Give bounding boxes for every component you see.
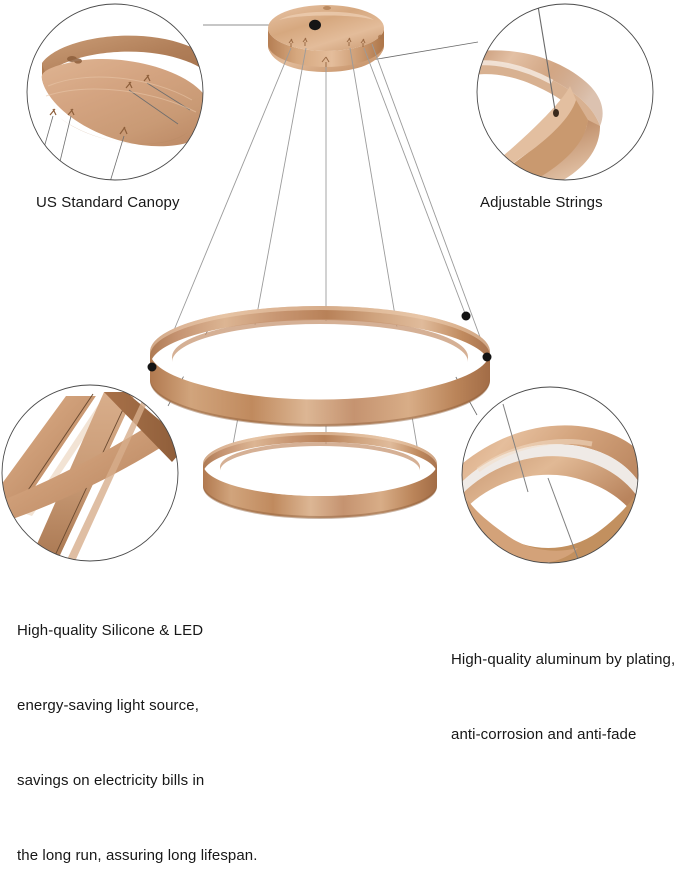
- caption-aluminum-line-1: High-quality aluminum by plating,: [451, 651, 676, 668]
- caption-aluminum-plating: High-quality aluminum by plating, anti-c…: [451, 597, 675, 772]
- zoom-alum-highlight: [476, 439, 593, 473]
- ring-large-back-band: [150, 306, 490, 366]
- zoom-alum-band-bottom: [462, 456, 638, 520]
- canopy-center-hole: [309, 19, 321, 31]
- wire-5: [363, 47, 467, 317]
- callout-silicone-ring: [1, 384, 179, 562]
- caption-silicone-led: High-quality Silicone & LED energy-savin…: [17, 568, 258, 893]
- callout-aluminum-ring: [461, 386, 639, 564]
- zoom-canopy-rim: [42, 35, 203, 104]
- canopy-bottom-face: [268, 44, 384, 72]
- ring-small-back-band: [203, 432, 437, 474]
- zoom-canopy-streaks: [45, 76, 197, 113]
- zoom-canopy-screws: [67, 56, 82, 64]
- product-infographic: [0, 3, 654, 568]
- zoom-silicone-band-dark: [104, 392, 178, 462]
- zoom-alum-band-top: [462, 425, 638, 496]
- wire-6: [371, 43, 488, 357]
- callout-silicone-art: [2, 389, 178, 561]
- ring-small-inner-hole: [220, 444, 420, 494]
- canopy-screw-top: [323, 6, 331, 10]
- ring-large-inner-hole: [172, 321, 468, 397]
- ring-large-anchor-right: [482, 352, 492, 362]
- leader-line-strings: [359, 41, 479, 63]
- callout-aluminum[interactable]: [455, 386, 650, 567]
- ring-large-anchor-left: [147, 362, 157, 372]
- canopy-side: [268, 28, 384, 69]
- zoom-string-led-line: [477, 60, 554, 85]
- caption-silicone-line-2: energy-saving light source,: [17, 697, 199, 714]
- callout-canopy-ring: [26, 3, 204, 181]
- zoom-suspension-string: [537, 5, 557, 117]
- zoom-canopy-anchors: [49, 74, 151, 135]
- ring-large-front-band: [150, 352, 490, 426]
- canopy-highlight: [279, 11, 374, 20]
- zoom-silicone-band-cross: [2, 426, 160, 526]
- caption-silicone-line-1: High-quality Silicone & LED: [17, 622, 204, 639]
- zoom-alum-diffuser: [462, 444, 638, 504]
- ring-large-anchor-right-top: [461, 311, 471, 321]
- zoom-alum-strings: [502, 403, 581, 563]
- caption-silicone-line-3: savings on electricity bills in: [17, 772, 205, 789]
- wire-1: [171, 47, 292, 336]
- callout-silicone[interactable]: [0, 384, 188, 568]
- caption-aluminum-line-2: anti-corrosion and anti-fade: [451, 726, 637, 743]
- zoom-string-band-lower: [486, 120, 600, 180]
- zoom-silicone-band-diagonal: [2, 396, 96, 512]
- zoom-silicone-band-edge-hi: [64, 392, 152, 561]
- zoom-canopy-face: [41, 59, 203, 147]
- zoom-string-attachment: [553, 109, 559, 117]
- callout-canopy[interactable]: [26, 3, 215, 182]
- callout-strings-ring: [476, 3, 654, 181]
- ring-small-front-band: [203, 464, 437, 518]
- chandelier-canopy: [268, 5, 384, 72]
- callout-canopy-art: [35, 35, 203, 180]
- canopy-cable-anchors: [288, 37, 366, 67]
- ring-small: [203, 432, 437, 519]
- caption-us-standard-canopy: US Standard Canopy: [36, 194, 180, 211]
- caption-adjustable-strings: Adjustable Strings: [480, 194, 603, 211]
- ring-small-inner-wall: [220, 442, 420, 471]
- ring-large: [147, 306, 492, 427]
- caption-silicone-line-4: the long run, assuring long lifespan.: [17, 847, 258, 864]
- canopy-screw-right: [378, 34, 384, 40]
